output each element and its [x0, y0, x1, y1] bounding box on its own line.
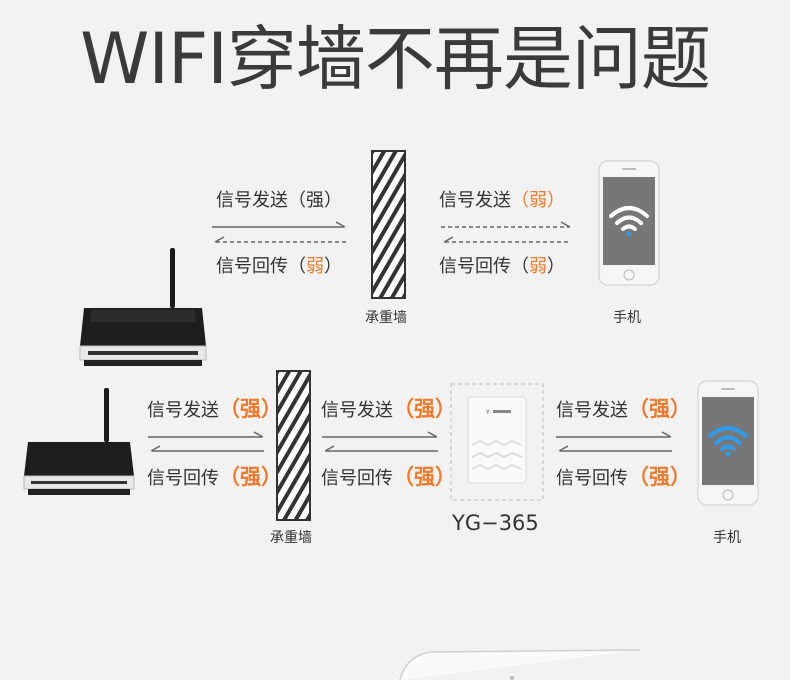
label-top-right-send: 信号发送（弱） — [439, 190, 565, 211]
label-top-left-send: 信号发送（强） — [216, 190, 342, 211]
return-arrow — [324, 445, 438, 452]
label-seg1-return: 信号回传（强） — [147, 465, 282, 489]
label-seg1-send: 信号发送（强） — [147, 397, 282, 421]
router-icon — [23, 388, 135, 495]
label-top-right-return: 信号回传（弱） — [439, 256, 565, 277]
send-arrow-dashed — [441, 221, 571, 228]
send-arrow — [556, 431, 672, 438]
send-arrow — [322, 431, 438, 438]
phone-caption: 手机 — [613, 310, 641, 326]
return-arrow — [558, 445, 672, 452]
wall-caption: 承重墙 — [270, 530, 312, 546]
page-title: WIFI穿墙不再是问题 — [80, 18, 711, 100]
wall-icon — [276, 370, 311, 521]
label-top-left-return: 信号回传（弱） — [216, 256, 342, 277]
wifi-icon — [708, 426, 748, 451]
phone-caption: 手机 — [713, 530, 741, 546]
wall-caption: 承重墙 — [365, 310, 407, 326]
wall-icon — [371, 150, 406, 299]
label-seg3-send: 信号发送（强） — [556, 397, 691, 421]
repeater-device-icon: Y — [450, 383, 544, 501]
phone-icon — [697, 380, 759, 506]
device-outline-decoration — [399, 649, 641, 680]
return-arrow-dashed — [443, 236, 571, 243]
send-arrow — [148, 431, 264, 438]
return-arrow — [150, 445, 264, 452]
phone-icon — [598, 160, 660, 286]
router-icon — [79, 248, 207, 366]
wifi-icon — [609, 206, 649, 231]
svg-text:Y: Y — [485, 409, 490, 416]
return-arrow-dashed — [214, 236, 346, 243]
send-arrow — [212, 221, 346, 228]
label-seg3-return: 信号回传（强） — [556, 465, 691, 489]
device-model-label: YG−365 — [452, 511, 539, 535]
label-seg2-send: 信号发送（强） — [321, 397, 456, 421]
label-seg2-return: 信号回传（强） — [321, 465, 456, 489]
